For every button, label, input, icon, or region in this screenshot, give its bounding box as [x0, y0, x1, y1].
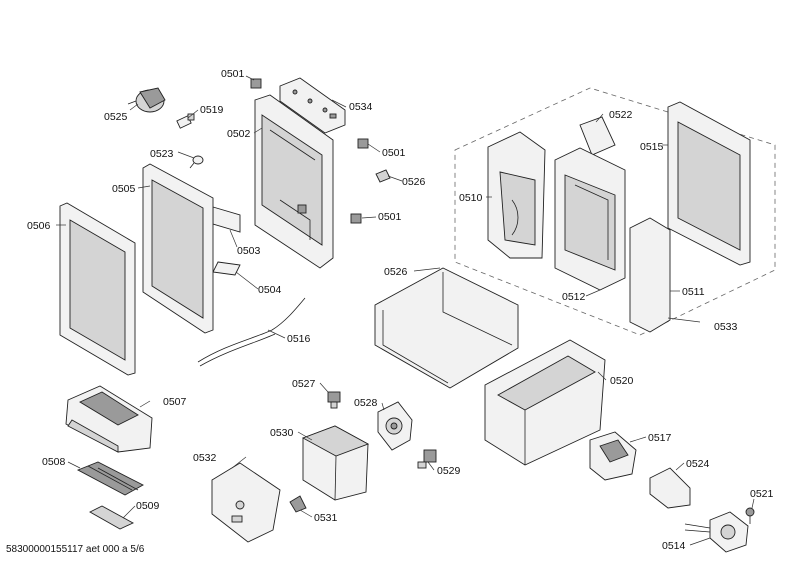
part-0520-ice-bucket	[484, 339, 606, 466]
label-0501-mid: 0501	[382, 147, 406, 159]
part-0525-knob	[127, 87, 166, 113]
label-0515: 0515	[640, 141, 664, 153]
label-0525: 0525	[104, 111, 128, 123]
part-0526-bracket-large	[374, 267, 519, 389]
label-0532: 0532	[193, 452, 217, 464]
part-0519-pin	[176, 113, 195, 129]
label-0526-large: 0526	[384, 266, 408, 278]
part-0517-motor-bracket	[589, 431, 637, 481]
part-0508-grid	[76, 461, 144, 496]
part-0514-fan-motor	[684, 511, 749, 553]
part-0504-plate	[212, 261, 241, 276]
label-0523: 0523	[150, 148, 174, 160]
label-0534: 0534	[349, 101, 373, 113]
label-0528: 0528	[354, 397, 378, 409]
label-0524: 0524	[686, 458, 710, 470]
label-0507: 0507	[163, 396, 187, 408]
part-0521-screw	[745, 507, 755, 524]
label-0512: 0512	[562, 291, 586, 303]
label-0530: 0530	[270, 427, 294, 439]
label-0501-top: 0501	[221, 68, 245, 80]
part-0529-block	[417, 449, 437, 469]
label-0520: 0520	[610, 375, 634, 387]
part-0505-inner-frame	[142, 163, 214, 334]
part-0522-top-cover	[579, 116, 616, 156]
label-0519: 0519	[200, 104, 224, 116]
part-0528-motor	[377, 401, 413, 451]
label-0502: 0502	[227, 128, 251, 140]
assembly-group-outline	[454, 87, 776, 336]
label-0529: 0529	[437, 465, 461, 477]
part-0502-dispenser-housing	[254, 94, 334, 269]
part-0534-circuit-board	[279, 77, 346, 134]
label-0504: 0504	[258, 284, 282, 296]
document-reference: 58300000155117 aet 000 a 5/6	[6, 544, 145, 555]
part-0515-door-frame	[667, 101, 751, 266]
label-0501-low: 0501	[378, 211, 402, 223]
label-0533: 0533	[714, 321, 738, 333]
label-0521: 0521	[750, 488, 774, 500]
label-0522: 0522	[609, 109, 633, 121]
part-0530-gearbox	[301, 425, 370, 501]
part-0501-clip-top	[250, 78, 262, 89]
label-0514: 0514	[662, 540, 686, 552]
part-0524-bracket	[649, 467, 691, 509]
label-0526-small: 0526	[402, 176, 426, 188]
leader-lines	[56, 75, 755, 546]
part-0511-right-panel	[629, 217, 671, 333]
part-0509-small-tray	[89, 505, 134, 530]
label-0505: 0505	[112, 183, 136, 195]
part-0526-bracket-small	[375, 169, 391, 183]
part-0532-cover-plate	[211, 462, 281, 543]
part-0506-outer-frame	[59, 202, 136, 376]
part-0516-cable	[197, 297, 306, 367]
label-0508: 0508	[42, 456, 66, 468]
label-0511: 0511	[682, 286, 705, 298]
part-0510-left-insulation	[487, 131, 546, 259]
part-0512-center-insulation	[554, 147, 626, 291]
part-0507-tray	[65, 385, 153, 453]
label-0516: 0516	[287, 333, 311, 345]
label-0509: 0509	[136, 500, 160, 512]
part-0527-switch	[327, 391, 341, 409]
part-0501-clip-low	[350, 213, 362, 224]
label-0527: 0527	[292, 378, 316, 390]
label-0506: 0506	[27, 220, 51, 232]
label-0503: 0503	[237, 245, 261, 257]
part-0503-bracket	[212, 206, 241, 233]
label-0517: 0517	[648, 432, 672, 444]
label-0510: 0510	[459, 192, 483, 204]
part-0531-clip	[289, 495, 307, 513]
part-0523-bulb	[189, 155, 204, 169]
label-0531: 0531	[314, 512, 338, 524]
part-0501-clip-mid	[357, 138, 369, 149]
